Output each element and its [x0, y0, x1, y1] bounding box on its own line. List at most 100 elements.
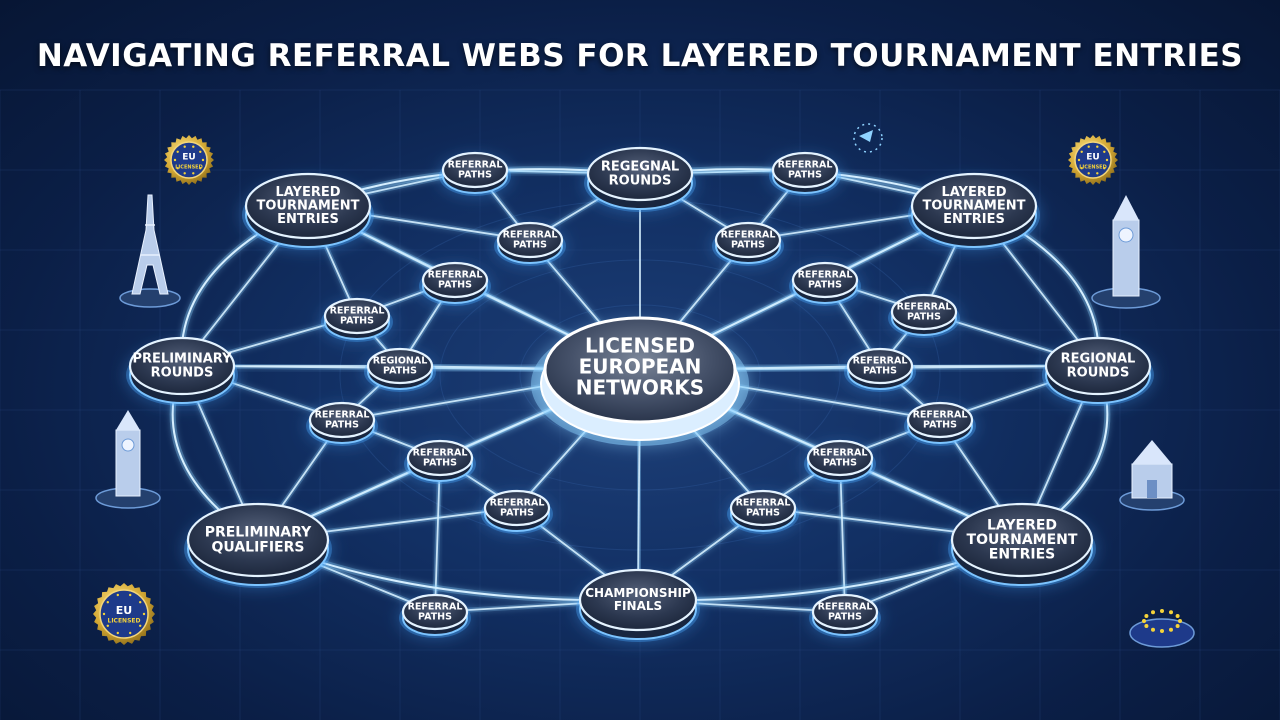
- node-label-line: EUROPEAN: [579, 355, 702, 379]
- node-label-line: REFERRAL: [503, 230, 558, 241]
- node-label-line: REFERRAL: [413, 448, 468, 459]
- badge-label-eu: EU: [1086, 153, 1099, 163]
- eu-star: [1160, 609, 1164, 613]
- node-label-line: PATHS: [746, 507, 780, 518]
- node-label-line: NETWORKS: [576, 376, 704, 400]
- node-label-line: REGEGNAL: [601, 160, 679, 175]
- node-label-line: REFERRAL: [408, 602, 463, 613]
- node-label-line: TOURNAMENT: [967, 532, 1078, 548]
- node-label-line: REFERRAL: [736, 498, 791, 509]
- eu-star: [1151, 610, 1155, 615]
- node-label-line: PATHS: [923, 419, 957, 430]
- node-label-line: PATHS: [500, 507, 534, 518]
- node-label-line: PATHS: [828, 611, 862, 622]
- node-label-line: ROUNDS: [151, 365, 214, 380]
- node-label-line: PATHS: [458, 169, 492, 180]
- node-label-line: REGIONAL: [1061, 352, 1136, 367]
- building-icon-right: [1119, 440, 1185, 511]
- node-label-line: FINALS: [614, 599, 662, 613]
- eu-star: [1160, 629, 1164, 633]
- eu-star: [1169, 610, 1173, 615]
- node-label-line: ENTRIES: [989, 547, 1055, 563]
- star-emblem-icon: [853, 123, 883, 153]
- node-label-line: PATHS: [325, 419, 359, 430]
- node-label-line: PATHS: [418, 611, 452, 622]
- badge-label-licensed: LICENSED: [175, 165, 202, 171]
- node-label-line: PRELIMINARY: [205, 525, 312, 541]
- node-label-line: PATHS: [513, 239, 547, 250]
- node-label-line: CHAMPIONSHIP: [585, 586, 691, 600]
- nodes-layer: REFERRALPATHSREFERRALPATHSREFERRALPATHSR…: [126, 146, 1154, 642]
- node-label-line: LICENSED: [585, 334, 695, 358]
- node-label-line: PATHS: [907, 311, 941, 322]
- node-label-line: REFERRAL: [818, 602, 873, 613]
- eu-star: [1144, 614, 1149, 618]
- eiffel-tower-icon: [119, 194, 181, 308]
- node-label-line: PATHS: [823, 457, 857, 468]
- node-label-line: REFERRAL: [315, 410, 370, 421]
- node-label-line: QUALIFIERS: [211, 539, 304, 555]
- badge-label-licensed: LICENSED: [1079, 165, 1106, 171]
- node-label-line: REFERRAL: [853, 356, 908, 367]
- eu-star: [1178, 619, 1182, 623]
- badge-label-licensed: LICENSED: [108, 618, 141, 625]
- node-label-line: REFERRAL: [813, 448, 868, 459]
- node-label-line: REFERRAL: [897, 302, 952, 313]
- node-label-line: PRELIMINARY: [133, 352, 233, 367]
- eu-star: [1142, 619, 1146, 623]
- node-label-line: REFERRAL: [330, 306, 385, 317]
- page-title: NAVIGATING REFERRAL WEBS FOR LAYERED TOU…: [36, 38, 1244, 74]
- node-label-line: PATHS: [731, 239, 765, 250]
- node-label-line: ROUNDS: [1067, 365, 1130, 380]
- eu-star: [1175, 614, 1180, 618]
- badge-label-eu: EU: [182, 153, 195, 163]
- node-label-line: ROUNDS: [609, 173, 672, 188]
- node-label-line: REGIONAL: [373, 356, 428, 367]
- node-label-line: LAYERED: [987, 517, 1057, 533]
- eu-star: [1151, 627, 1155, 632]
- clock-tower-icon-left: [95, 410, 161, 509]
- node-label-line: PATHS: [863, 365, 897, 376]
- node-label-line: REFERRAL: [490, 498, 545, 509]
- node-label-line: REFERRAL: [913, 410, 968, 421]
- node-label-line: LAYERED: [941, 185, 1006, 200]
- big-ben-icon: [1091, 195, 1161, 309]
- node-label-line: REFERRAL: [721, 230, 776, 241]
- eu-star: [1169, 627, 1173, 632]
- node-label-line: PATHS: [808, 279, 842, 290]
- node-label-line: PATHS: [423, 457, 457, 468]
- node-label-line: REFERRAL: [448, 160, 503, 171]
- eu-star: [1144, 624, 1149, 628]
- node-label-line: REFERRAL: [798, 270, 853, 281]
